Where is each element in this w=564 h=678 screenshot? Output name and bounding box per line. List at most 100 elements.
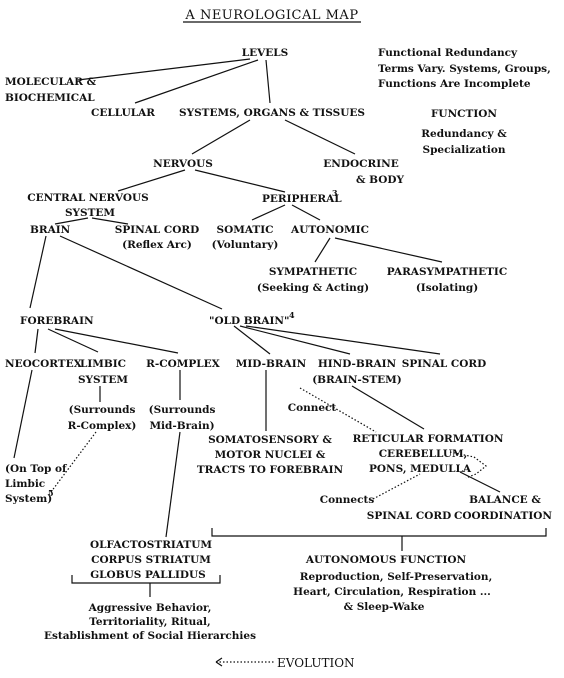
connector-lines xyxy=(13,21,547,597)
evolution-arrowhead xyxy=(215,657,223,667)
node-old-brain: "OLD BRAIN" 4 xyxy=(209,310,295,327)
link-levels-molecular xyxy=(77,58,251,81)
node-on-top-of-line3: System) xyxy=(5,493,52,505)
node-balance: BALANCE & COORDINATION xyxy=(454,494,552,522)
node-reticular-line2: CEREBELLUM, xyxy=(379,448,468,460)
link-hindbrain-reticular xyxy=(351,385,425,430)
dotted-connections xyxy=(47,387,487,667)
node-neocortex: NEOCORTEX xyxy=(5,358,83,370)
dotted-connects-spinal xyxy=(372,473,421,500)
node-brain: BRAIN xyxy=(30,224,71,236)
node-old-brain-footnote: 4 xyxy=(289,310,295,320)
node-somatic-line1: SOMATIC xyxy=(216,224,273,236)
node-aggressive-line1: Aggressive Behavior, xyxy=(88,602,212,614)
link-peripheral-somatic xyxy=(251,204,286,221)
node-limbic: LIMBIC SYSTEM xyxy=(78,358,128,386)
link-nervous-peripheral xyxy=(194,169,286,193)
node-parasympathetic: PARASYMPATHETIC (Isolating) xyxy=(387,266,507,294)
node-on-top-of: (On Top of Limbic System) 5 xyxy=(5,463,68,505)
node-molecular: MOLECULAR & BIOCHEMICAL xyxy=(5,76,97,104)
node-somatosensory-line2: MOTOR NUCLEI & xyxy=(215,449,326,461)
node-olfactostriatum-line2: CORPUS STRIATUM xyxy=(91,554,211,566)
node-balance-line1: BALANCE & xyxy=(469,494,541,506)
node-autonomous-heading: AUTONOMOUS FUNCTION xyxy=(305,554,467,566)
node-sympathetic-line2: (Seeking & Acting) xyxy=(257,282,369,294)
node-forebrain: FOREBRAIN xyxy=(20,315,94,327)
node-sympathetic: SYMPATHETIC (Seeking & Acting) xyxy=(257,266,369,294)
link-autonomic-sympathetic xyxy=(314,237,331,263)
node-cns-line1: CENTRAL NERVOUS xyxy=(27,192,148,204)
link-systems-nervous xyxy=(191,119,251,155)
node-surrounds-rcomplex: (Surrounds R-Complex) xyxy=(68,404,137,432)
node-rcomplex: R-COMPLEX xyxy=(146,358,220,370)
node-somatic: SOMATIC (Voluntary) xyxy=(212,224,279,251)
label-connect: Connect xyxy=(288,402,337,414)
link-neocortex-ontop xyxy=(13,369,33,459)
notes-panel: Functional Redundancy Terms Vary. System… xyxy=(378,47,551,156)
node-balance-line2: COORDINATION xyxy=(454,510,552,522)
node-peripheral: PERIPHERAL 3 xyxy=(262,188,342,205)
node-somatosensory-line1: SOMATOSENSORY & xyxy=(208,434,332,446)
node-on-top-of-footnote: 5 xyxy=(48,488,54,498)
node-surrounds-midbrain-line2: Mid-Brain) xyxy=(149,420,214,432)
node-parasympathetic-line1: PARASYMPATHETIC xyxy=(387,266,507,278)
node-hindbrain-line2: (BRAIN-STEM) xyxy=(312,374,402,386)
node-levels: LEVELS xyxy=(242,47,289,59)
olfacto-bracket xyxy=(71,575,221,584)
node-limbic-line1: LIMBIC xyxy=(80,358,126,370)
link-forebrain-rcomplex xyxy=(54,328,179,354)
note-function-heading: FUNCTION xyxy=(431,108,497,120)
note-terms-vary: Terms Vary. Systems, Groups, xyxy=(378,63,551,75)
note-specialization: Specialization xyxy=(422,144,505,156)
node-peripheral-footnote: 3 xyxy=(332,188,338,198)
node-spinal-cord-2: SPINAL CORD xyxy=(402,358,487,370)
label-connects: Connects xyxy=(320,494,375,506)
node-surrounds-rcomplex-line2: R-Complex) xyxy=(68,420,137,432)
node-somatic-line2: (Voluntary) xyxy=(212,239,279,251)
node-reticular-line1: RETICULAR FORMATION xyxy=(353,433,504,445)
node-peripheral-label: PERIPHERAL xyxy=(262,193,342,205)
node-cns: CENTRAL NERVOUS SYSTEM xyxy=(27,192,148,219)
page-title: A NEUROLOGICAL MAP xyxy=(184,8,358,23)
autonomous-bracket xyxy=(211,528,547,537)
node-cellular: CELLULAR xyxy=(91,107,155,119)
node-autonomous-line3: & Sleep-Wake xyxy=(344,601,425,613)
node-limbic-line2: SYSTEM xyxy=(78,374,128,386)
link-cns-brain xyxy=(54,217,89,225)
node-nervous: NERVOUS xyxy=(153,158,213,170)
note-functions-incomplete: Functions Are Incomplete xyxy=(378,78,531,90)
node-somatosensory-line3: TRACTS TO FOREBRAIN xyxy=(197,464,344,476)
node-reticular: RETICULAR FORMATION CEREBELLUM, PONS, ME… xyxy=(353,433,504,475)
node-spinal-cord-3: SPINAL CORD xyxy=(367,510,452,522)
link-rcomplex-olfacto xyxy=(165,431,181,538)
link-levels-systems xyxy=(265,59,271,104)
link-oldbrain-midbrain xyxy=(233,325,271,355)
node-molecular-line2: BIOCHEMICAL xyxy=(5,92,95,104)
node-olfactostriatum: OLFACTOSTRIATUM CORPUS STRIATUM GLOBUS P… xyxy=(90,539,212,581)
link-levels-cellular xyxy=(134,59,259,104)
node-olfactostriatum-line3: GLOBUS PALLIDUS xyxy=(90,569,206,581)
node-on-top-of-line2: Limbic xyxy=(5,478,45,490)
node-autonomous-function: AUTONOMOUS FUNCTION Reproduction, Self-P… xyxy=(293,554,492,613)
node-surrounds-rcomplex-line1: (Surrounds xyxy=(69,404,136,416)
link-cns-spinal xyxy=(91,217,129,225)
node-surrounds-midbrain: (Surrounds Mid-Brain) xyxy=(149,404,216,432)
node-parasympathetic-line2: (Isolating) xyxy=(416,282,478,294)
node-levels-label: LEVELS xyxy=(242,47,289,59)
node-spinal-cord-line2: (Reflex Arc) xyxy=(122,239,192,251)
node-endocrine: ENDOCRINE & BODY xyxy=(323,158,404,186)
dotted-limbic-ontop xyxy=(47,431,97,497)
node-midbrain: MID-BRAIN xyxy=(236,358,307,370)
node-spinal-cord-line1: SPINAL CORD xyxy=(115,224,200,236)
node-aggressive-line3: Establishment of Social Hierarchies xyxy=(44,630,256,642)
link-peripheral-autonomic xyxy=(291,204,321,221)
node-aggressive-line2: Territoriality, Ritual, xyxy=(89,616,210,628)
node-spinal-cord: SPINAL CORD (Reflex Arc) xyxy=(115,224,200,251)
node-autonomous-line1: Reproduction, Self-Preservation, xyxy=(300,571,492,583)
node-surrounds-midbrain-line1: (Surrounds xyxy=(149,404,216,416)
node-molecular-line1: MOLECULAR & xyxy=(5,76,97,88)
link-forebrain-neocortex xyxy=(34,328,39,354)
link-oldbrain-spinal xyxy=(245,325,441,355)
node-endocrine-line1: ENDOCRINE xyxy=(323,158,398,170)
